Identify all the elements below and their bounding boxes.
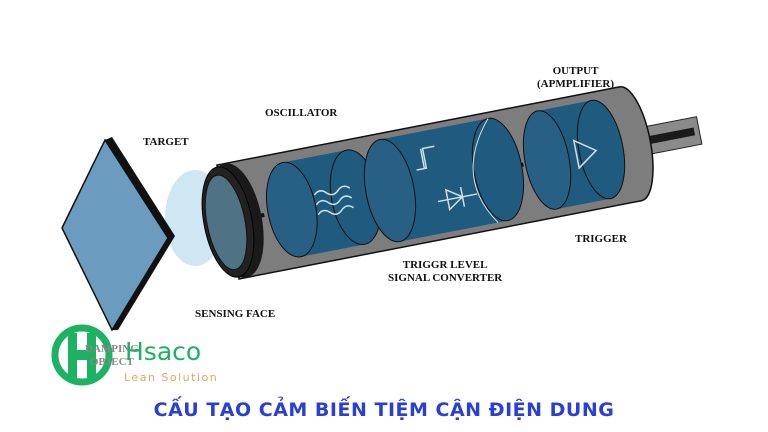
label-sensing-face: SENSING FACE <box>195 308 276 320</box>
label-target: TARGET <box>143 136 189 148</box>
converter-module <box>363 117 525 243</box>
hsaco-logo-mark <box>51 324 113 386</box>
amplifier-icon <box>572 139 598 170</box>
label-converter: TRIGGR LEVEL SIGNAL CONVERTER <box>388 259 503 284</box>
hysteresis-icon <box>416 145 435 171</box>
diode-icon <box>437 186 478 211</box>
label-damping-object: DAMPING OBJECT <box>85 343 139 368</box>
wave-icon <box>313 185 355 216</box>
logo-name: Hsaco <box>125 337 202 366</box>
label-output: OUTPUT (APMPLIFIER) <box>537 65 614 90</box>
logo-tagline: Lean Solution <box>124 371 219 384</box>
target-plate <box>61 137 175 332</box>
sensing-face <box>201 163 264 278</box>
label-trigger: TRIGGER <box>575 233 627 245</box>
page-title: CẤU TẠO CẢM BIẾN TIỆM CẬN ĐIỆN DUNG <box>153 399 615 421</box>
oscillator-module <box>266 149 382 258</box>
label-oscillator: OSCILLATOR <box>265 107 338 119</box>
trigger-module <box>522 99 626 210</box>
